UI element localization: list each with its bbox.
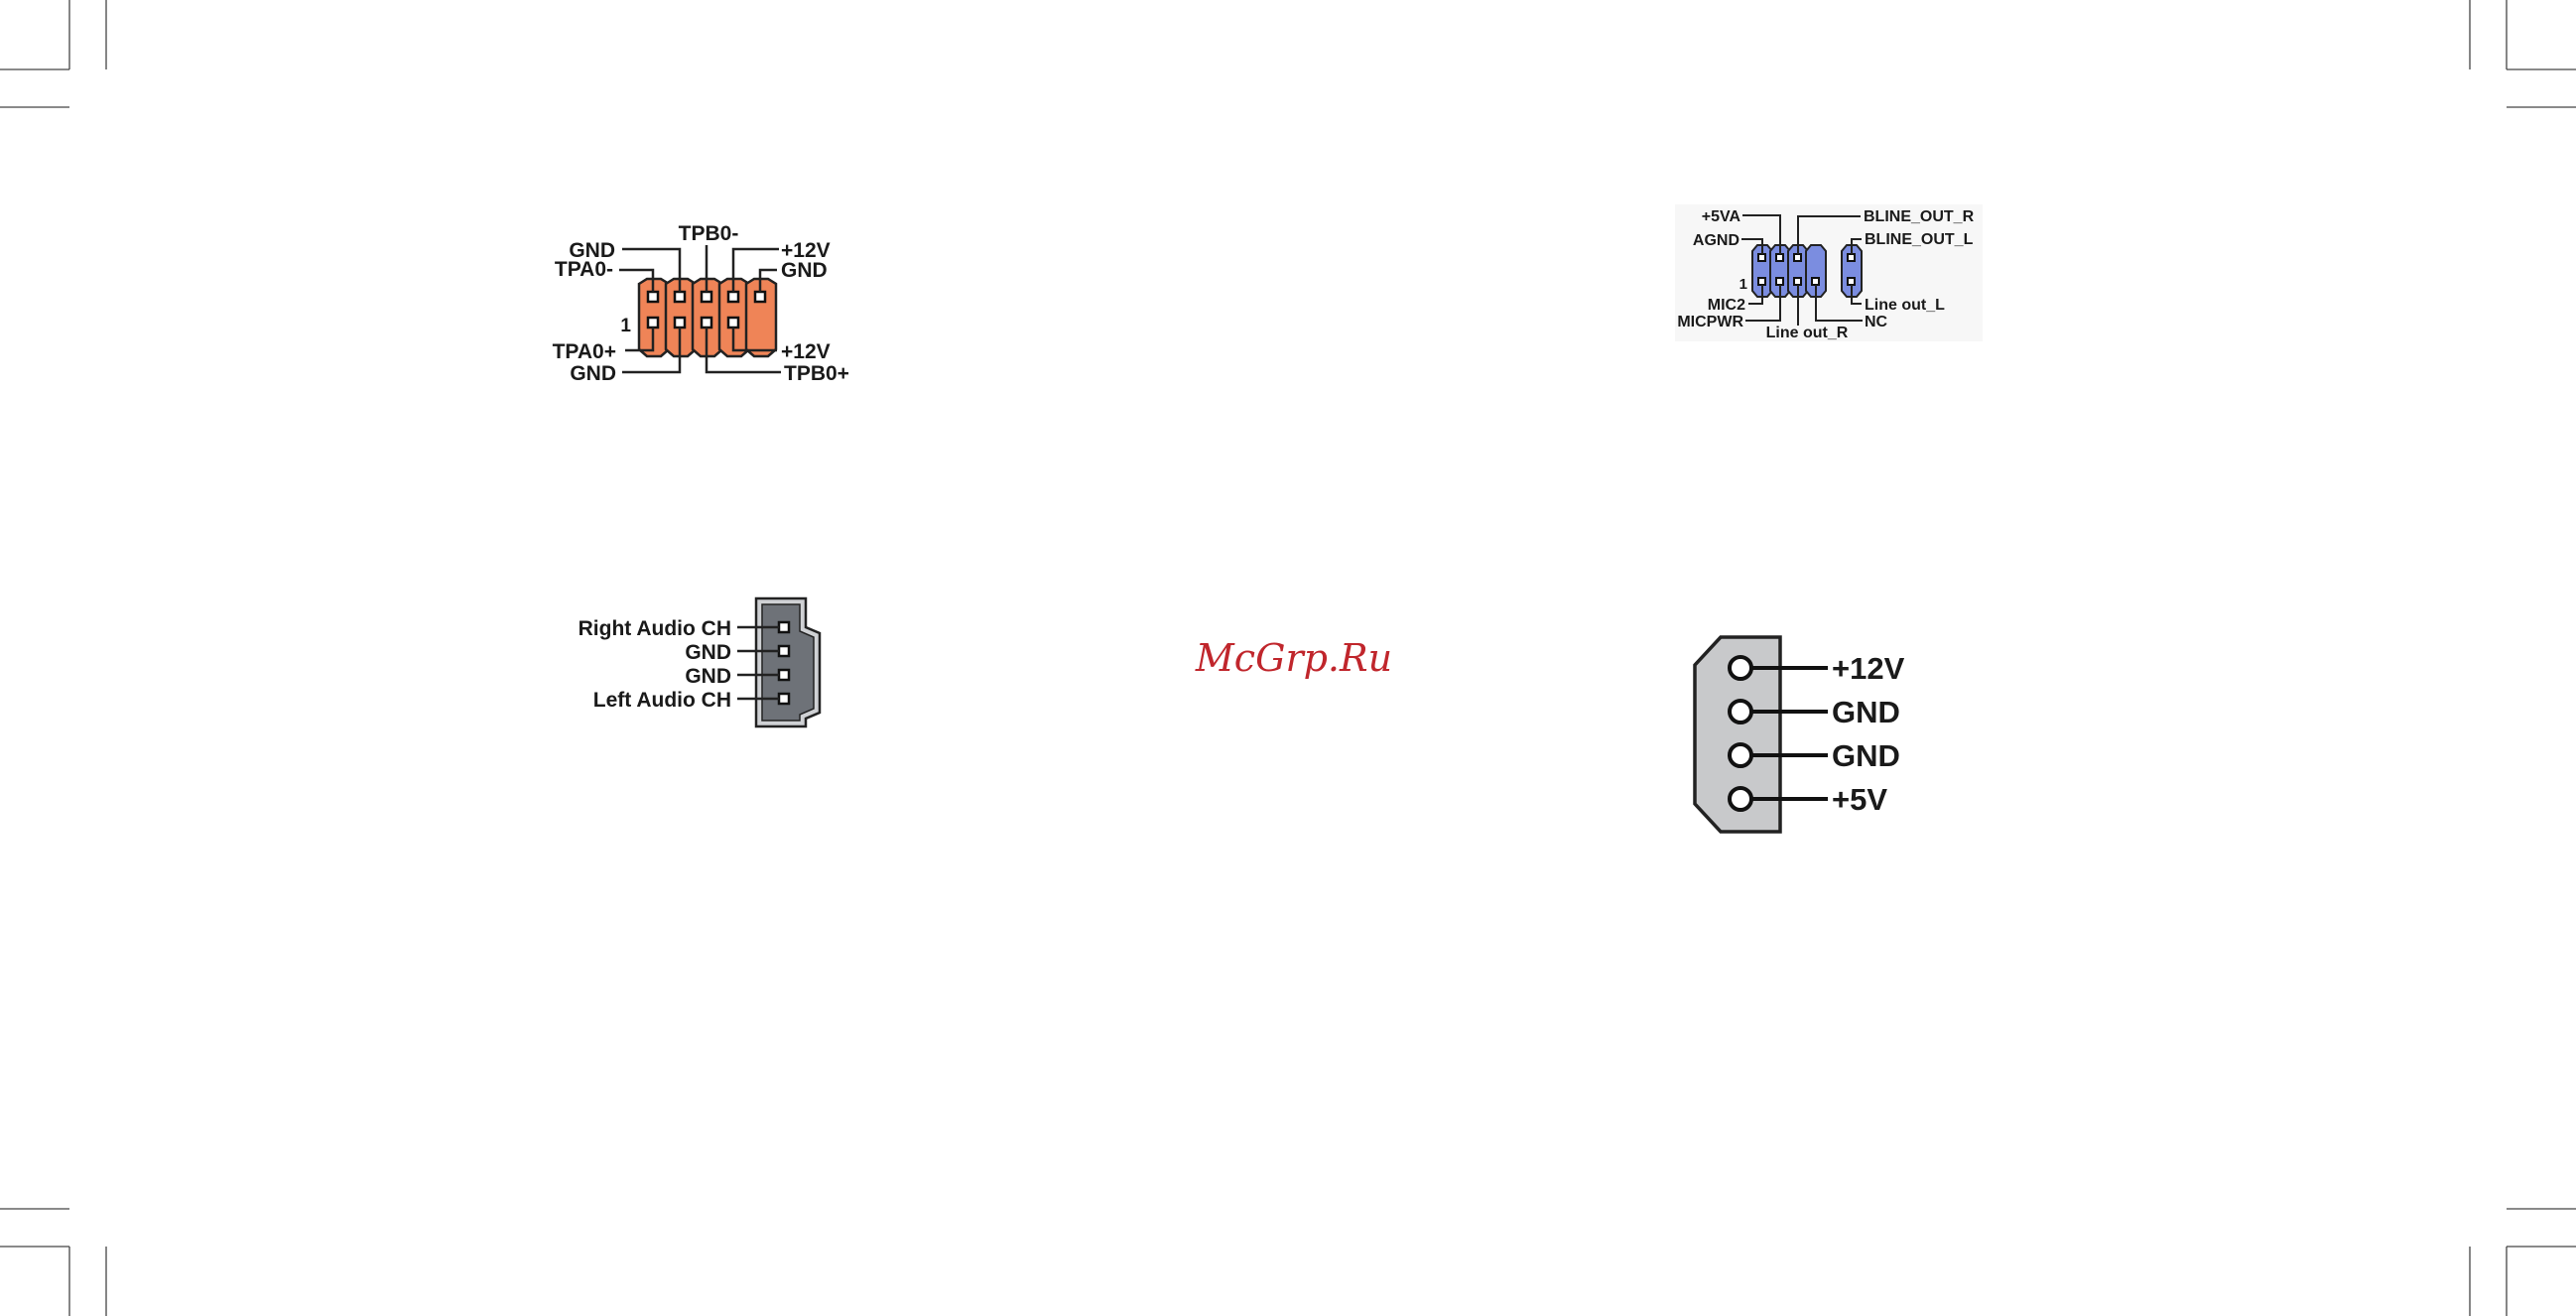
ieee1394-label-tpa0-plus: TPA0+ xyxy=(553,340,616,363)
power-label-12v: +12V xyxy=(1832,651,1905,686)
audio-pin1-marker: 1 xyxy=(1739,276,1747,293)
audio-label-agnd: AGND xyxy=(1693,232,1739,249)
power-label-gnd-2: GND xyxy=(1832,738,1900,773)
ieee1394-label-tpa0-minus: TPA0- xyxy=(555,258,613,281)
audio-label-mic2: MIC2 xyxy=(1708,297,1745,314)
audio-label-line-out-l: Line out_L xyxy=(1865,297,1945,314)
power-connector-diagram: +12V GND GND +5V xyxy=(1695,637,1905,832)
audio-label-bline-out-l: BLINE_OUT_L xyxy=(1865,231,1974,248)
audio-label-micpwr: MICPWR xyxy=(1677,314,1743,330)
ieee1394-pin1-marker: 1 xyxy=(620,316,631,336)
ieee1394-label-gnd-bottom: GND xyxy=(570,362,616,385)
front-audio-header-body xyxy=(1752,245,1862,297)
power-label-gnd-1: GND xyxy=(1832,695,1900,729)
ieee1394-label-tpb0-minus: TPB0- xyxy=(679,222,739,245)
ieee1394-header-diagram: GND TPA0- TPB0- +12V GND 1 TPA0+ GND TPB… xyxy=(553,222,849,385)
ieee1394-label-tpb0-plus: TPB0+ xyxy=(784,362,849,385)
audio-label-bline-out-r: BLINE_OUT_R xyxy=(1864,208,1975,225)
cd-in-connector-diagram: Right Audio CH GND GND Left Audio CH xyxy=(579,598,820,726)
ieee1394-label-gnd-top-right: GND xyxy=(781,259,828,282)
power-label-5v: +5V xyxy=(1832,782,1887,817)
cd-in-label-gnd-2: GND xyxy=(685,665,731,688)
front-audio-header-diagram: +5VA AGND BLINE_OUT_R BLINE_OUT_L 1 MIC2… xyxy=(1675,204,1983,341)
watermark-text: McGrp.Ru xyxy=(1195,636,1392,680)
cd-in-label-right-audio: Right Audio CH xyxy=(579,617,731,640)
audio-label-nc: NC xyxy=(1865,314,1888,330)
audio-label-line-out-r: Line out_R xyxy=(1766,325,1849,341)
cd-in-label-gnd-1: GND xyxy=(685,641,731,664)
cd-in-label-left-audio: Left Audio CH xyxy=(593,689,731,712)
audio-label-5va: +5VA xyxy=(1702,208,1741,225)
ieee1394-label-12v-bottom: +12V xyxy=(781,340,831,363)
